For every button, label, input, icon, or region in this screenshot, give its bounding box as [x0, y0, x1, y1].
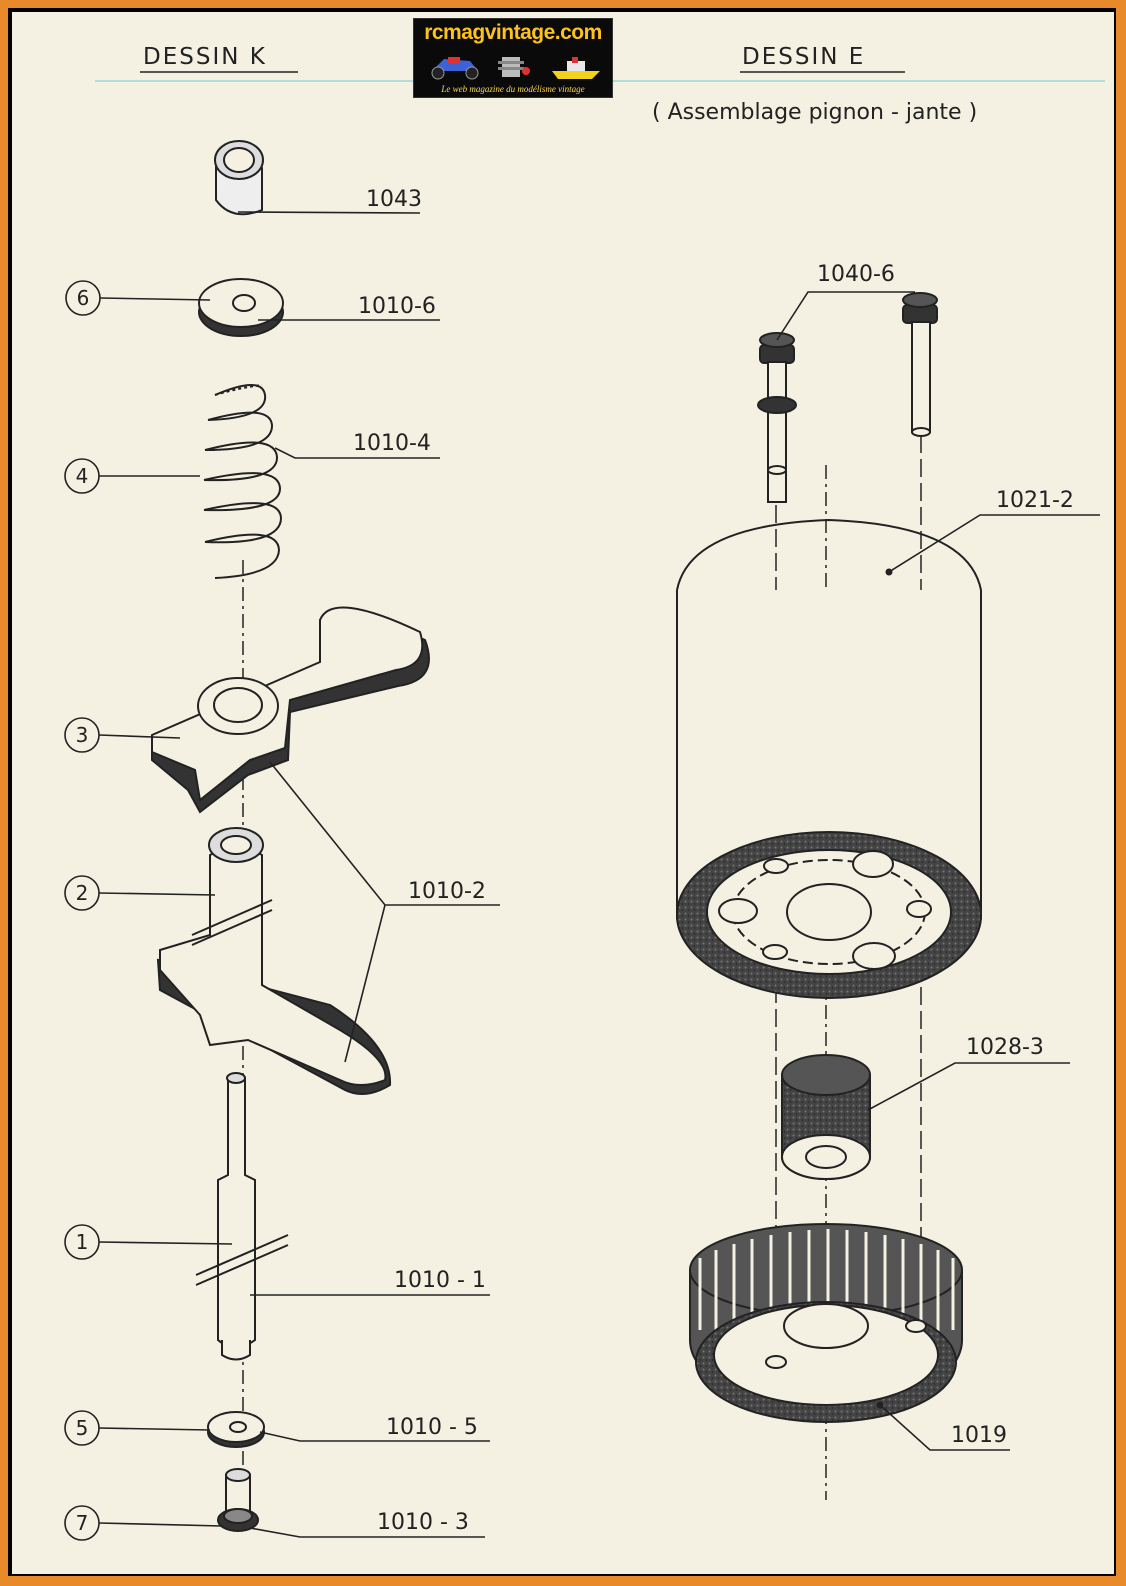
part-1010-6-washer	[198, 278, 284, 337]
leader-1010-5	[259, 1431, 490, 1442]
part-1010-1-shaft	[195, 1072, 289, 1361]
callout-3	[64, 717, 181, 753]
logo-tagline: Le web magazine du modélisme vintage	[441, 84, 585, 94]
part-1040-6-bolt-left	[757, 332, 797, 503]
label-1021-2: 1021-2	[996, 488, 1074, 513]
callout-number-1: 1	[76, 1230, 89, 1254]
part-2-arm	[156, 827, 392, 1095]
leader-1021-2	[888, 514, 1100, 573]
label-1010-2: 1010-2	[408, 879, 486, 904]
callout-4	[64, 458, 200, 494]
part-1043-nut	[214, 140, 264, 216]
label-1010-3: 1010 - 3	[377, 1510, 469, 1535]
callout-number-3: 3	[76, 723, 89, 747]
label-1010-4: 1010-4	[353, 431, 431, 456]
part-1040-6-bolt-right	[902, 292, 938, 437]
title-dessin-k: DESSIN K	[143, 44, 267, 70]
rcmagvintage-logo: rcmagvintage.com Le web magazine du modé…	[413, 18, 613, 98]
callout-number-2: 2	[76, 881, 89, 905]
part-1019-gear	[689, 1223, 963, 1423]
label-1010-6: 1010-6	[358, 294, 436, 319]
callout-2	[64, 875, 216, 911]
leader-1040-6	[776, 291, 915, 341]
rc-car-icon	[431, 57, 479, 80]
label-1010-1: 1010 - 1	[394, 1268, 486, 1293]
title-dessin-e: DESSIN E	[742, 44, 865, 70]
part-3-lever	[151, 606, 430, 814]
label-1019: 1019	[951, 1423, 1007, 1448]
part-1021-2-rim	[676, 518, 982, 999]
leader-1010-2-b	[344, 904, 386, 1063]
callout-1	[64, 1224, 233, 1260]
callout-number-5: 5	[76, 1416, 89, 1440]
part-1010-5-washer	[207, 1411, 265, 1448]
leader-1043	[237, 211, 421, 214]
callout-7	[64, 1505, 223, 1541]
logo-title: rcmagvintage.com	[424, 21, 602, 44]
rc-boat-icon	[552, 57, 600, 79]
label-1040-6: 1040-6	[817, 262, 895, 287]
logo-pictures	[431, 57, 600, 80]
label-1043: 1043	[366, 187, 422, 212]
callout-6	[65, 280, 211, 316]
label-1028-3: 1028-3	[966, 1035, 1044, 1060]
leader-1010-4	[274, 447, 440, 459]
part-1010-4-spring	[203, 384, 283, 579]
leader-1010-3	[249, 1527, 485, 1538]
callout-number-6: 6	[77, 286, 90, 310]
part-1010-3-pin	[217, 1468, 259, 1532]
callout-number-7: 7	[76, 1511, 89, 1535]
subtitle-assemblage: ( Assemblage pignon - jante )	[652, 100, 977, 125]
label-1010-5: 1010 - 5	[386, 1415, 478, 1440]
leader-1028-3	[867, 1062, 1070, 1111]
part-1028-3-bushing	[781, 1054, 871, 1180]
engine-icon	[498, 57, 530, 77]
leader-1019	[879, 1404, 1010, 1451]
callout-number-4: 4	[76, 464, 89, 488]
callout-5	[64, 1410, 211, 1446]
